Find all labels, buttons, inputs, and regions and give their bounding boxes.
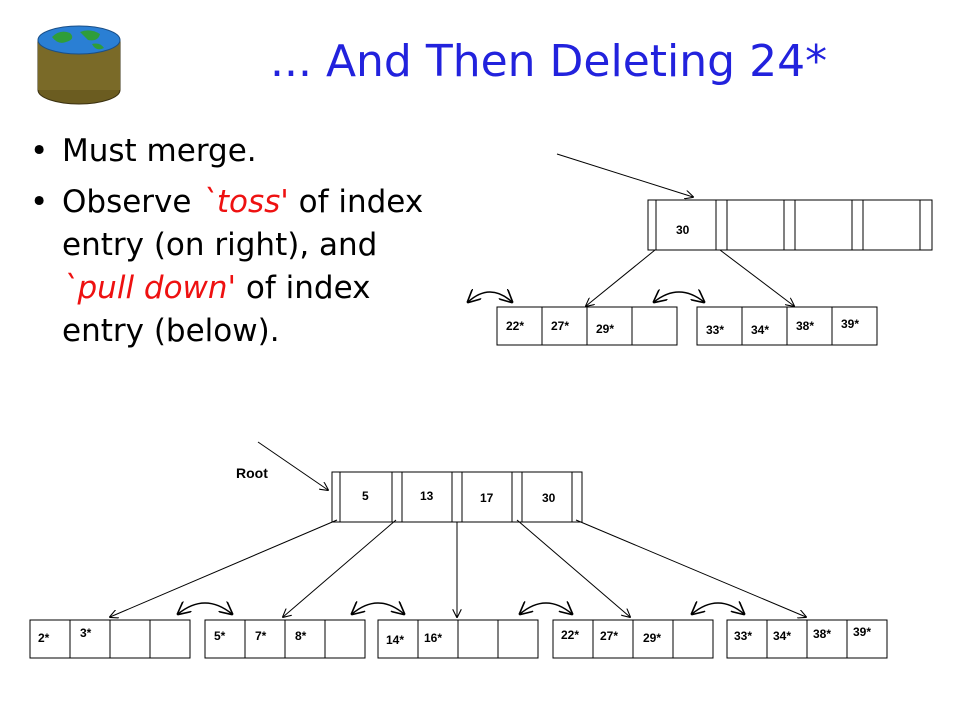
leaf-entry: 39* bbox=[853, 625, 871, 639]
leaf-entry: 5* bbox=[214, 629, 226, 643]
index-key: 13 bbox=[420, 489, 434, 503]
emphasis-pull-down: `pull down' bbox=[62, 270, 237, 306]
leaf-entry: 38* bbox=[796, 319, 814, 333]
bullet-text: Observe bbox=[62, 184, 202, 220]
leaf-entry: 33* bbox=[734, 629, 752, 643]
upper-index-node: 30 bbox=[647, 199, 933, 251]
upper-tree: 30 22* 27* 29* 33* 34* 38* 39* bbox=[468, 153, 933, 346]
sibling-link-arrow bbox=[352, 603, 404, 614]
leaf-entry: 22* bbox=[506, 319, 524, 333]
index-key: 17 bbox=[480, 491, 494, 505]
leaf-entry: 38* bbox=[813, 627, 831, 641]
bullet-text: of index entry (below). bbox=[62, 270, 371, 349]
leaf-entry: 22* bbox=[561, 628, 579, 642]
leaf-entry: 34* bbox=[773, 629, 791, 643]
lower-index-node: 5 13 17 30 bbox=[331, 471, 583, 523]
leaf-entry: 7* bbox=[255, 629, 267, 643]
leaf-entry: 29* bbox=[596, 322, 614, 336]
leaf-entry: 29* bbox=[643, 631, 661, 645]
sibling-link-arrow bbox=[520, 603, 572, 614]
leaf-entry: 27* bbox=[551, 319, 569, 333]
bullet-text: of index entry (on right), and bbox=[62, 184, 424, 263]
bullet-text: Must merge. bbox=[62, 133, 257, 169]
lower-leaf-4: 22* 27* 29* bbox=[552, 619, 714, 659]
database-globe-icon bbox=[37, 25, 121, 105]
leaf-entry: 8* bbox=[295, 629, 307, 643]
sibling-link-arrow bbox=[692, 603, 744, 614]
upper-root-key: 30 bbox=[676, 223, 690, 237]
leaf-entry: 3* bbox=[80, 626, 92, 640]
bullet-must-merge: Must merge. bbox=[30, 130, 450, 173]
leaf-entry: 39* bbox=[841, 317, 859, 331]
leaf-entry: 14* bbox=[386, 633, 404, 647]
root-label: Root bbox=[236, 465, 268, 481]
lower-tree: Root 5 13 17 30 2* 3* bbox=[29, 441, 888, 659]
leaf-entry: 34* bbox=[751, 323, 769, 337]
leaf-entry: 27* bbox=[600, 629, 618, 643]
leaf-entry: 2* bbox=[38, 631, 50, 645]
slide-title: ... And Then Deleting 24* bbox=[270, 36, 828, 87]
leaf-entry: 33* bbox=[706, 323, 724, 337]
sibling-link-arrow bbox=[654, 292, 704, 302]
emphasis-toss: `toss' bbox=[201, 184, 289, 220]
bullet-list: Must merge. Observe `toss' of index entr… bbox=[30, 130, 450, 361]
upper-leaf-left: 22* 27* 29* bbox=[496, 306, 678, 346]
lower-leaf-1: 2* 3* bbox=[29, 619, 191, 659]
index-key: 30 bbox=[542, 491, 556, 505]
leaf-entry: 16* bbox=[424, 631, 442, 645]
sibling-link-arrow bbox=[178, 603, 232, 614]
upper-leaf-right: 33* 34* 38* 39* bbox=[696, 306, 878, 346]
lower-leaf-2: 5* 7* 8* bbox=[204, 619, 366, 659]
bullet-observe: Observe `toss' of index entry (on right)… bbox=[30, 181, 450, 353]
lower-leaf-5: 33* 34* 38* 39* bbox=[726, 619, 888, 659]
lower-leaf-3: 14* 16* bbox=[377, 619, 539, 659]
index-key: 5 bbox=[362, 489, 369, 503]
sibling-link-arrow bbox=[468, 292, 512, 302]
